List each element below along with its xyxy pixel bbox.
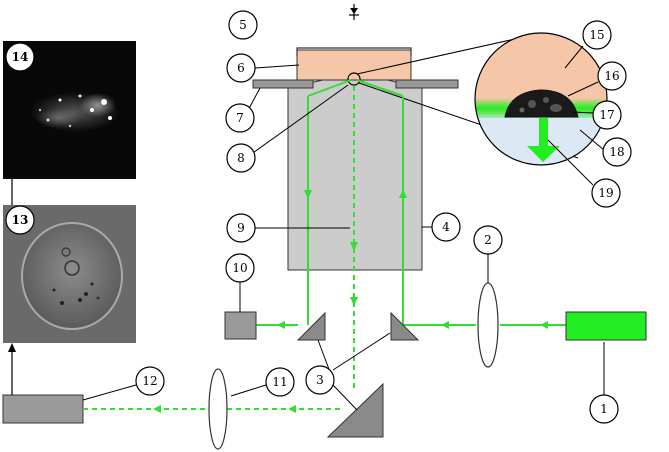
label-6: 6: [227, 54, 255, 82]
beam-arrow-1: [540, 321, 548, 329]
label-13: 13: [6, 206, 34, 234]
laser-source: [566, 312, 646, 340]
beam-arrow-2: [441, 321, 449, 329]
camera: [3, 395, 83, 423]
prism-left: [298, 313, 325, 340]
label-7: 7: [226, 104, 254, 132]
label-17: 17: [593, 101, 621, 129]
label-14: 14: [6, 43, 34, 71]
prism-bottom: [328, 384, 383, 437]
sample-symbol-arrow: [350, 8, 358, 14]
svg-text:7: 7: [236, 111, 244, 125]
svg-text:12: 12: [142, 374, 157, 388]
label-19: 19: [592, 179, 620, 207]
prism-right: [391, 313, 418, 340]
label-8: 8: [227, 144, 255, 172]
label-3: 3: [306, 366, 334, 394]
fluorescence-cell-glow: [30, 92, 120, 132]
label-9: 9: [227, 214, 255, 242]
svg-text:17: 17: [599, 108, 614, 122]
label-10: 10: [226, 254, 254, 282]
sample-dish: [297, 50, 411, 80]
brightfield-cell: [22, 223, 122, 329]
photodetector: [225, 312, 256, 339]
svg-text:1: 1: [600, 402, 608, 416]
microscope-stage-left: [253, 80, 313, 88]
svg-text:4: 4: [442, 220, 450, 234]
svg-text:14: 14: [12, 50, 29, 64]
label-16: 16: [598, 62, 626, 90]
svg-text:8: 8: [237, 151, 245, 165]
svg-text:19: 19: [598, 186, 613, 200]
label-2: 2: [474, 226, 502, 254]
inset-contents: [470, 30, 612, 172]
svg-text:2: 2: [484, 233, 492, 247]
beam-arrow-8: [288, 405, 296, 413]
beam-arrow-7: [350, 297, 358, 306]
svg-text:13: 13: [12, 213, 29, 227]
label-15: 15: [583, 21, 611, 49]
svg-text:10: 10: [232, 261, 247, 275]
svg-text:15: 15: [589, 28, 604, 42]
label-4: 4: [432, 213, 460, 241]
beam-arrow-5: [277, 321, 285, 329]
label-12: 12: [136, 367, 164, 395]
svg-text:18: 18: [609, 145, 624, 159]
svg-text:11: 11: [272, 375, 287, 389]
imaging-lens: [209, 369, 227, 449]
svg-text:6: 6: [237, 61, 245, 75]
microscope-stage-right: [396, 80, 458, 88]
label-1: 1: [590, 395, 618, 423]
label-18: 18: [603, 138, 631, 166]
svg-text:5: 5: [239, 18, 247, 32]
connector-12-13-arrow: [8, 343, 16, 352]
svg-text:3: 3: [316, 373, 324, 387]
svg-text:16: 16: [604, 69, 619, 83]
label-11: 11: [266, 368, 294, 396]
label-5: 5: [229, 11, 257, 39]
beam-arrow-9: [153, 405, 161, 413]
focusing-lens: [478, 283, 498, 367]
svg-text:9: 9: [237, 221, 245, 235]
